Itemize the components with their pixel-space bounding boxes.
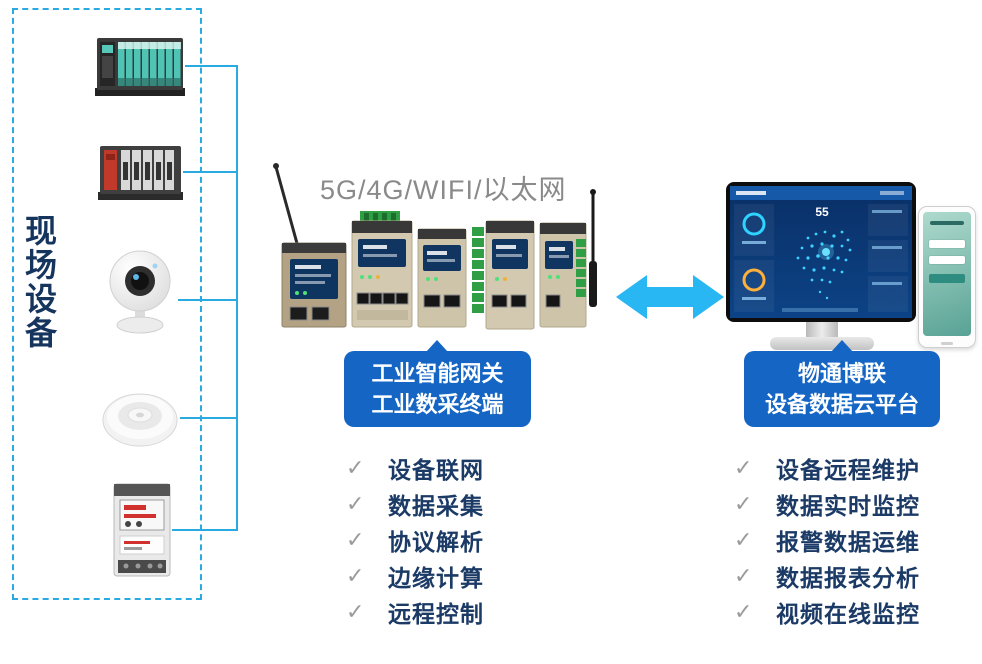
energy-meter-image <box>112 478 172 589</box>
smartphone-screen <box>923 212 971 336</box>
check-icon: ✓ <box>734 563 753 588</box>
phone-title-bar <box>930 221 964 225</box>
monitor-stand-base <box>770 337 874 350</box>
check-icon: ✓ <box>346 599 365 624</box>
connector-line-plc-rack <box>185 65 237 67</box>
check-icon: ✓ <box>346 455 365 480</box>
gateway-title-line1: 工业智能网关 <box>371 361 504 386</box>
bubble-pointer <box>831 340 853 352</box>
gateway-title-bubble: 工业智能网关 工业数采终端 <box>344 340 531 427</box>
field-devices-panel-border <box>12 8 202 600</box>
cloud-title-line1: 物通博联 <box>797 361 886 386</box>
plc-module-image <box>98 142 183 209</box>
feature-row: ✓ 设备远程维护 <box>734 455 920 483</box>
bubble-pointer <box>426 340 448 352</box>
phone-input-field <box>929 240 965 248</box>
feature-row: ✓ 远程控制 <box>346 599 484 627</box>
feature-row: ✓ 协议解析 <box>346 527 484 555</box>
check-icon: ✓ <box>734 455 753 480</box>
connector-line-energy-meter <box>172 529 237 531</box>
check-icon: ✓ <box>346 527 365 552</box>
feature-row: ✓ 设备联网 <box>346 455 484 483</box>
monitor-dashboard-image: 55 <box>726 182 916 322</box>
gateway-feature-list: ✓ 设备联网 ✓ 数据采集 ✓ 协议解析 ✓ 边缘计算 ✓ 远程控制 <box>346 450 484 630</box>
cloud-feature-list: ✓ 设备远程维护 ✓ 数据实时监控 ✓ 报警数据运维 ✓ 数据报表分析 ✓ 视频… <box>734 450 920 630</box>
phone-login-button <box>929 274 965 283</box>
smoke-detector-image <box>100 388 180 455</box>
connector-line-camera <box>178 299 237 301</box>
connector-line-smoke-detector <box>180 417 237 419</box>
field-devices-label: 现场设备 <box>21 214 57 350</box>
feature-row: ✓ 数据报表分析 <box>734 563 920 591</box>
gateway-title-line2: 工业数采终端 <box>371 392 504 417</box>
connector-line-plc-module <box>183 171 237 173</box>
ip-camera-image <box>103 248 178 341</box>
feature-row: ✓ 报警数据运维 <box>734 527 920 555</box>
dashboard-stat: 55 <box>815 205 829 219</box>
check-icon: ✓ <box>734 491 753 516</box>
feature-row: ✓ 视频在线监控 <box>734 599 920 627</box>
gateway-cluster-image <box>260 155 625 345</box>
smartphone-image <box>918 206 976 348</box>
feature-row: ✓ 边缘计算 <box>346 563 484 591</box>
check-icon: ✓ <box>346 491 365 516</box>
cloud-title-bubble: 物通博联 设备数据云平台 <box>744 340 940 427</box>
monitor-stand-neck <box>806 322 838 338</box>
connectivity-label: 5G/4G/WIFI/以太网 <box>320 175 567 205</box>
sync-arrow-icon <box>613 272 727 327</box>
cloud-title-line2: 设备数据云平台 <box>764 392 919 417</box>
check-icon: ✓ <box>734 599 753 624</box>
plc-rack-image <box>95 36 185 103</box>
phone-home-button <box>941 342 953 345</box>
feature-row: ✓ 数据实时监控 <box>734 491 920 519</box>
check-icon: ✓ <box>346 563 365 588</box>
connector-bus-line <box>236 65 238 531</box>
check-icon: ✓ <box>734 527 753 552</box>
feature-row: ✓ 数据采集 <box>346 491 484 519</box>
phone-input-field <box>929 256 965 264</box>
